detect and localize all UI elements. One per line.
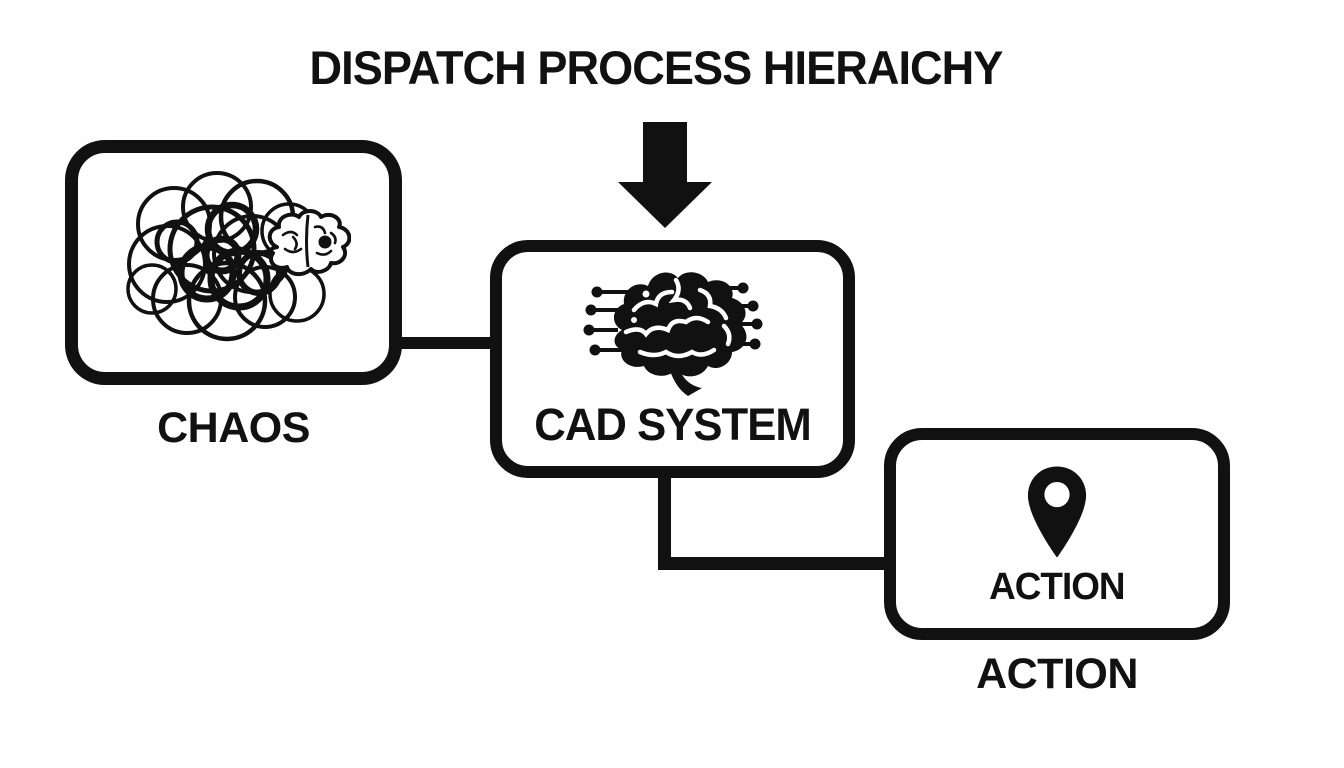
brain-sketch-icon [267, 208, 351, 276]
node-chaos [65, 140, 402, 385]
node-chaos-label: CHAOS [157, 404, 310, 452]
circuit-brain-icon [583, 272, 762, 396]
connector-cad-to-action-vertical [658, 470, 671, 570]
connector-cad-to-action-horizontal [658, 557, 888, 570]
node-cad-label: CAD SYSTEM [534, 399, 811, 450]
down-arrow-icon [618, 122, 712, 233]
tangled-scribble-icon [125, 170, 351, 341]
connector-chaos-to-cad [398, 337, 494, 349]
node-action: ACTION [884, 428, 1230, 640]
location-pin-icon [1027, 466, 1087, 558]
node-action-caption: ACTION [976, 650, 1138, 698]
node-action-label: ACTION [989, 566, 1125, 608]
diagram-title: DISPATCH PROCESS HIERAICHY [309, 41, 1004, 94]
node-cad-system: CAD SYSTEM [490, 240, 855, 478]
